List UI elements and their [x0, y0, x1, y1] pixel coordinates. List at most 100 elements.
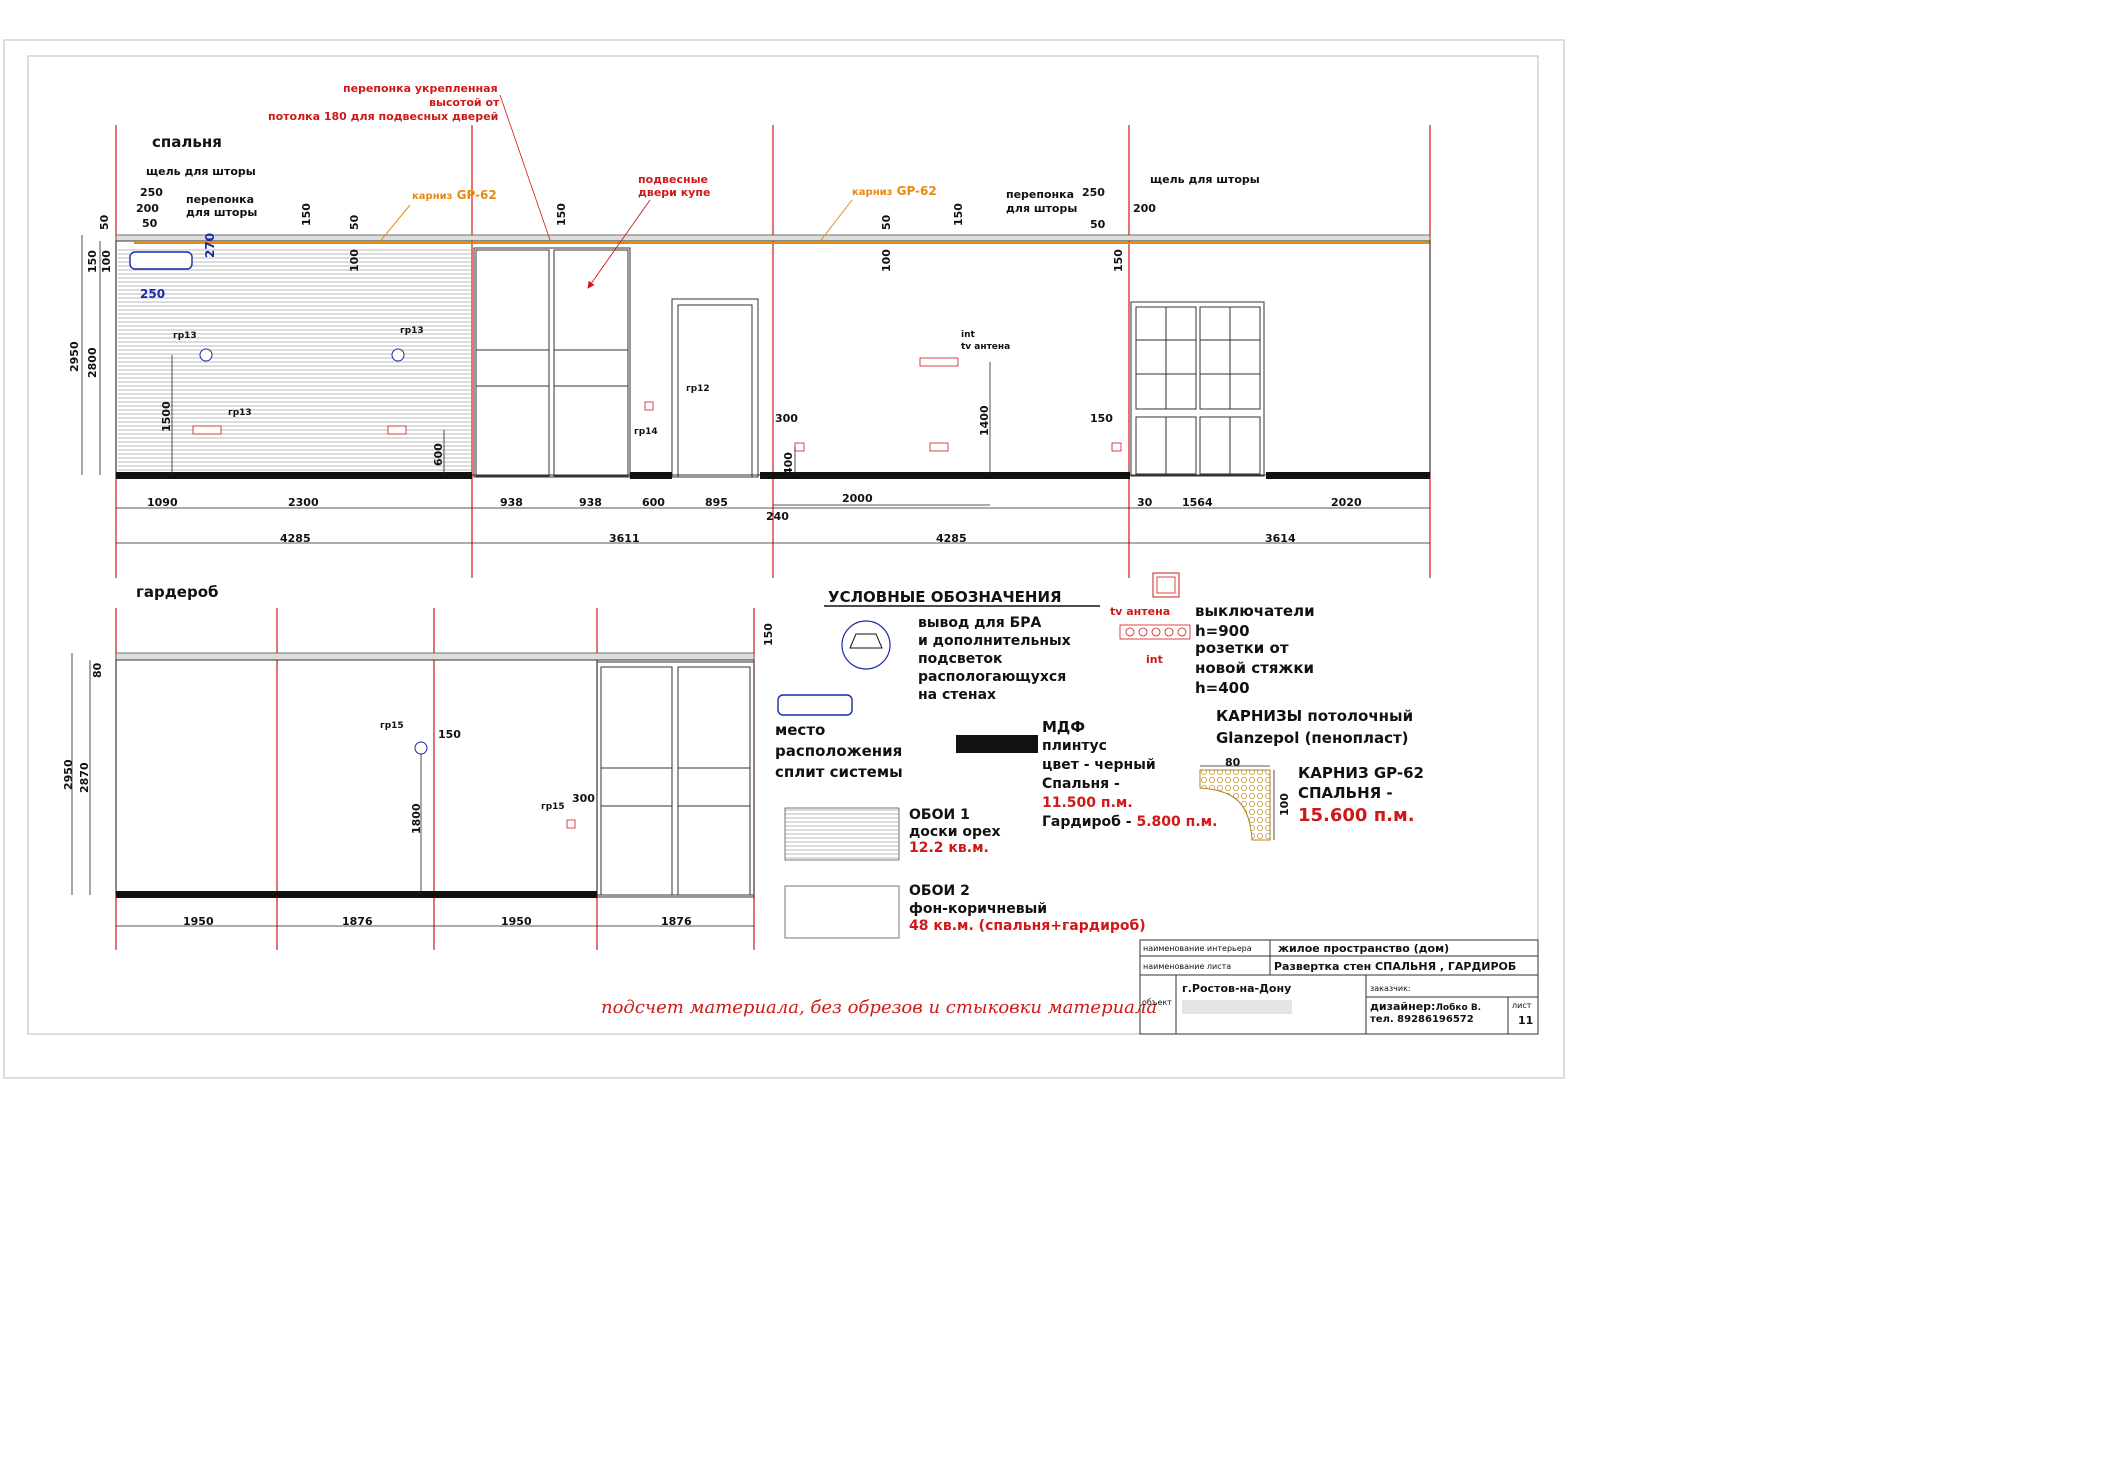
inner-frame [27, 55, 1539, 1035]
legend-split: расположения [775, 742, 902, 760]
dim-text: 50 [98, 214, 111, 230]
cornice-profile-icon [1199, 769, 1271, 841]
cornice-leader [817, 199, 853, 245]
room-title-wardrobe: гардероб [136, 583, 219, 601]
mdf-baseboard-icon [956, 735, 1038, 753]
stamp-phone: тел. 89286196572 [1370, 1014, 1474, 1025]
dim-text: 100 [880, 249, 893, 272]
lamp-icon [849, 633, 883, 649]
wall-outline-bottom [115, 659, 755, 896]
cornice-label-code: GP-62 [457, 188, 497, 202]
socket-block-icon [1119, 624, 1191, 640]
cornice-label: карниз GP-62 [852, 184, 937, 198]
dim-text: 300 [572, 792, 595, 805]
stamp-city: г.Ростов-на-Дону [1182, 982, 1291, 995]
dim-segment: 895 [705, 496, 728, 509]
dim-text: 250 [1082, 186, 1105, 199]
split-system-icon [777, 694, 853, 716]
legend-wallpaper2-value: 48 кв.м. (спальня+гардироб) [909, 918, 1146, 934]
dim-text: 150 [762, 623, 775, 646]
dim-text: 270 [203, 233, 217, 258]
dim-segment: 30 [1137, 496, 1153, 509]
dim-total: 4285 [936, 532, 967, 545]
sliding-doors-label: двери купе [638, 186, 710, 199]
horizontal-dim-lines-top [116, 504, 1430, 544]
dim-segment: 1564 [1182, 496, 1213, 509]
dim-text: 80 [91, 662, 104, 678]
sliding-doors [473, 247, 631, 478]
dim-text: 400 [782, 452, 795, 475]
dim-text: 2870 [78, 762, 91, 793]
stamp-sheet-value: Развертка стен СПАЛЬНЯ , ГАРДИРОБ [1274, 960, 1516, 973]
wardrobe-cabinet [596, 661, 755, 898]
legend-tv: tv антена [1110, 605, 1170, 618]
group-label: гр13 [400, 326, 424, 336]
dim-segment: 1876 [342, 915, 373, 928]
cornice-label-word: карниз [412, 191, 453, 202]
title-block [1139, 939, 1539, 1035]
legend-mdf-wardrobe: Гардироб - 5.800 п.м. [1042, 814, 1217, 830]
dim-text: 150 [300, 203, 313, 226]
legend-bra: и дополнительных [918, 633, 1071, 649]
dim-text: 150 [555, 203, 568, 226]
room-title-bedroom: спальня [152, 133, 222, 151]
dim-text: 200 [1133, 202, 1156, 215]
stamp-interior-value: жилое пространство (дом) [1278, 942, 1449, 955]
dim-text: 2950 [62, 759, 75, 790]
dim-text: 200 [136, 202, 159, 215]
stamp-interior-label: наименование интерьера [1143, 944, 1252, 953]
sliding-doors-leader [587, 199, 651, 289]
stamp-sheet-label: наименование листа [1143, 962, 1231, 971]
curtain-partition-label: перепонка [1006, 188, 1074, 201]
dim-text: 50 [880, 214, 893, 230]
sliding-doors-label: подвесные [638, 173, 708, 186]
legend-mdf: цвет - черный [1042, 757, 1156, 773]
legend-wallpaper1-value: 12.2 кв.м. [909, 840, 989, 856]
dim-text: 2950 [68, 341, 81, 372]
legend-mdf: МДФ [1042, 718, 1085, 736]
legend-wallpaper2: фон-коричневый [909, 901, 1047, 917]
dim-text: 250 [140, 287, 165, 301]
int-label: int [961, 330, 975, 340]
wallpaper2-swatch [784, 885, 900, 939]
dim-text: 2800 [86, 347, 99, 378]
curtain-partition-label: для шторы [1006, 202, 1077, 215]
legend-split: место [775, 721, 825, 739]
socket-icon [566, 819, 576, 829]
stamp-designer: дизайнер:Лобко В. [1370, 1000, 1481, 1013]
dim-text: 250 [140, 186, 163, 199]
socket-icon [192, 357, 1122, 452]
cornice-label-word: карниз [852, 187, 893, 198]
legend-mdf-bedroom-value: 11.500 п.м. [1042, 795, 1133, 811]
dim-text: 150 [438, 728, 461, 741]
red-axis-lines-top [115, 125, 1431, 578]
stamp-sheet-no-label: лист [1512, 1001, 1532, 1010]
switch-icon-inner [1156, 576, 1176, 594]
dim-text: 50 [348, 214, 361, 230]
stamp-object-label: объект [1142, 998, 1172, 1007]
legend-cornices: Glanzepol (пенопласт) [1216, 729, 1409, 747]
partition-note: высотой от [429, 96, 500, 109]
curtain-partition-label: для шторы [186, 206, 257, 219]
dim-segment: 938 [500, 496, 523, 509]
legend-wallpaper2: ОБОИ 2 [909, 883, 970, 899]
dim-segment: 938 [579, 496, 602, 509]
material-note: подсчет материала, без обрезов и стыковк… [601, 997, 1157, 1018]
dim-segment: 1876 [661, 915, 692, 928]
dim-text: 100 [348, 249, 361, 272]
stamp-client-label: заказчик: [1370, 984, 1411, 993]
dim-segment: 240 [766, 510, 789, 523]
group-label: гр12 [686, 384, 710, 394]
cornice-dim: 80 [1225, 756, 1241, 769]
legend-cornice-gp: СПАЛЬНЯ - [1298, 784, 1393, 802]
legend-wallpaper1: ОБОИ 1 [909, 807, 970, 823]
dim-segment: 2300 [288, 496, 319, 509]
legend-switches: h=400 [1195, 679, 1250, 697]
dim-segment: 1950 [183, 915, 214, 928]
legend-mdf-wardrobe-value: 5.800 п.м. [1136, 814, 1217, 830]
dim-text: 1400 [978, 405, 991, 436]
curtain-partition-label: перепонка [186, 193, 254, 206]
vertical-dim-lines-bottom [71, 653, 422, 895]
dim-total: 3614 [1265, 532, 1296, 545]
wallpaper1-area [118, 247, 472, 472]
